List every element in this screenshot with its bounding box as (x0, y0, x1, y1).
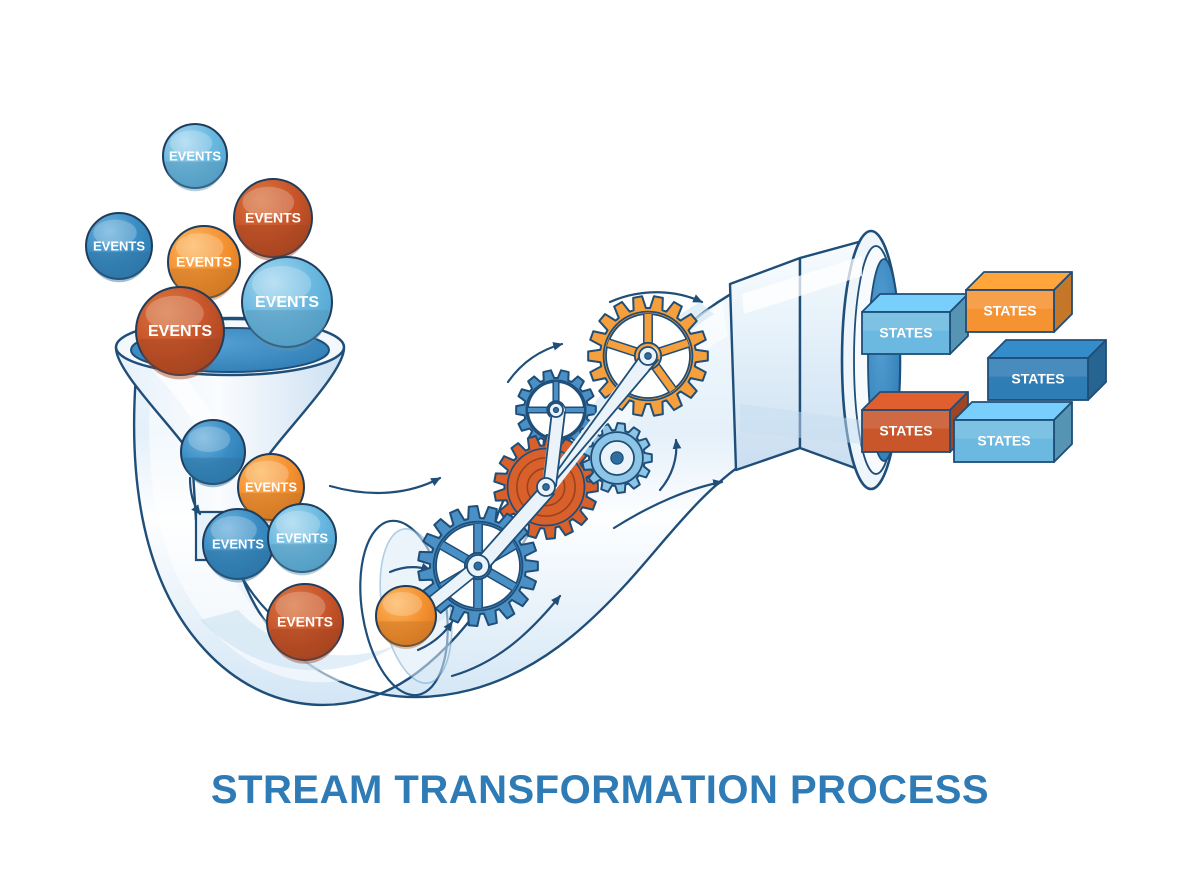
tube-ball-3-label: EVENTS (212, 536, 264, 551)
gear-blue-large-bottom-hub (466, 554, 490, 578)
event-ball-1-label: EVENTS (169, 148, 221, 163)
arrow-outlet (612, 479, 724, 530)
tube-ball-4[interactable]: EVENTS (267, 503, 337, 576)
states-box-5-label: STATES (977, 433, 1030, 449)
page-title: STREAM TRANSFORMATION PROCESS (210, 768, 990, 812)
event-ball-3[interactable]: EVENTS (233, 178, 313, 261)
tube-ball-5-label: EVENTS (277, 614, 333, 630)
outlet-lower-shade (740, 404, 862, 444)
event-ball-2-label: EVENTS (93, 238, 145, 253)
linkage-rod-mid (542, 404, 565, 494)
linkage-rod-mid-edge (542, 410, 566, 489)
arrow-up-mid-left (328, 476, 442, 495)
tube-ball-1[interactable] (180, 419, 246, 488)
linkage-rod-upper (541, 346, 659, 494)
event-ball-6[interactable]: EVENTS (135, 286, 225, 380)
event-balls-input: EVENTS EVENTS EVENTS EVENTS EVENTS EVENTS (85, 123, 333, 380)
states-box-2-label: STATES (983, 303, 1036, 319)
arrow-gear-right-rot (658, 438, 682, 492)
arrow-pipe-bottom-sweep (450, 594, 562, 678)
states-boxes: STATES STATES STATES STATES STATES (861, 271, 1107, 463)
event-ball-5[interactable]: EVENTS (241, 256, 333, 352)
gear-orange-large-hub (638, 346, 658, 366)
states-box-3[interactable]: STATES (987, 339, 1107, 401)
gear-orange-dark-hub (536, 477, 556, 497)
states-box-1[interactable]: STATES (861, 293, 969, 355)
linkage-rod-upper-edge (541, 347, 659, 493)
event-ball-4-label: EVENTS (176, 254, 232, 270)
event-ball-1[interactable]: EVENTS (162, 123, 228, 192)
states-box-5[interactable]: STATES (953, 401, 1073, 463)
event-ball-4[interactable]: EVENTS (167, 225, 241, 302)
linkage-rod-lower-edge (473, 483, 555, 573)
arrow-ring-lower (416, 620, 454, 652)
event-balls-in-pipe: EVENTS EVENTS EVENTS EVENTS (180, 419, 437, 664)
arrow-gear-blue-rot (506, 342, 564, 384)
tube-ball-3[interactable]: EVENTS (202, 508, 274, 583)
gear-lightblue-small-hub (599, 440, 635, 476)
states-box-3-label: STATES (1011, 371, 1064, 387)
tube-ball-2[interactable]: EVENTS (237, 453, 305, 524)
arrow-gear-top (608, 291, 704, 304)
event-ball-5-label: EVENTS (255, 294, 319, 311)
states-box-2[interactable]: STATES (965, 271, 1073, 333)
event-ball-3-label: EVENTS (245, 210, 301, 226)
arrow-funnel-down (188, 476, 202, 516)
states-box-4[interactable]: STATES (861, 391, 969, 453)
gear-blue-small-top-hub (548, 402, 564, 418)
linkage-rod-lower (472, 482, 555, 574)
states-box-4-label: STATES (879, 423, 932, 439)
tube-ball-5[interactable]: EVENTS (266, 583, 344, 664)
event-ball-6-label: EVENTS (148, 323, 212, 340)
tube-ball-4-label: EVENTS (276, 530, 328, 545)
event-ball-2[interactable]: EVENTS (85, 212, 153, 283)
tube-ball-6[interactable] (375, 585, 437, 649)
gear-hubs (466, 346, 658, 578)
states-box-1-label: STATES (879, 325, 932, 341)
outlet-highlight (742, 256, 862, 314)
tube-ball-2-label: EVENTS (245, 479, 297, 494)
